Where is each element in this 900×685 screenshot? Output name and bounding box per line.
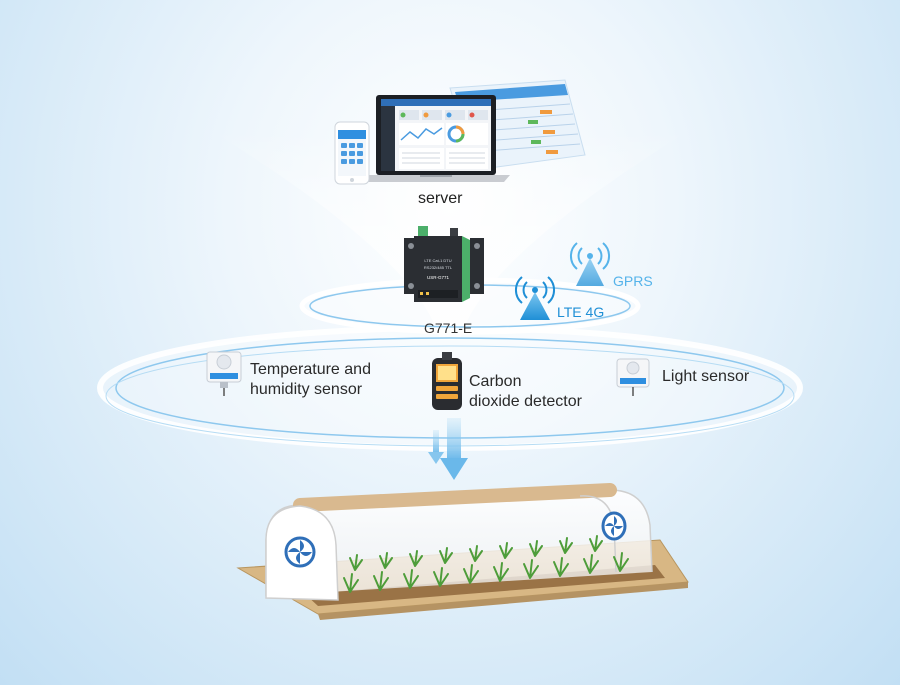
sensor-box-icon bbox=[616, 358, 650, 396]
laptop-icon bbox=[362, 95, 510, 182]
signal-tower-icon bbox=[515, 276, 555, 320]
gateway-label: G771-E bbox=[424, 320, 473, 336]
smartphone-icon bbox=[334, 121, 370, 185]
gateway-text-line2: RS232/485 TTL bbox=[424, 265, 453, 270]
server-label: server bbox=[418, 190, 463, 207]
temperature-humidity-sensor-label: Temperature and humidity sensor bbox=[250, 361, 371, 398]
tunnel-rim bbox=[293, 483, 617, 512]
greenhouse-tunnel bbox=[236, 483, 689, 620]
gateway-model-text: USR-G771 bbox=[427, 275, 450, 280]
arrow-down-icon bbox=[428, 418, 468, 480]
co2-detector-label: Carbon dioxide detector bbox=[469, 373, 582, 410]
gprs-label: GPRS bbox=[613, 273, 653, 289]
fan-icon bbox=[284, 536, 316, 568]
signal-tower-icon bbox=[570, 242, 610, 286]
handheld-detector-icon bbox=[432, 352, 462, 410]
crop-plants bbox=[343, 535, 629, 593]
gateway-text-line1: LTE Cat-1 DTU bbox=[424, 258, 451, 263]
lte-4g-label: LTE 4G bbox=[557, 304, 605, 320]
fan-icon bbox=[601, 511, 627, 541]
router-icon: LTE Cat-1 DTU RS232/485 TTL USR-G771 bbox=[404, 226, 484, 302]
sensor-box-icon bbox=[206, 351, 242, 396]
light-sensor-label: Light sensor bbox=[662, 368, 750, 385]
